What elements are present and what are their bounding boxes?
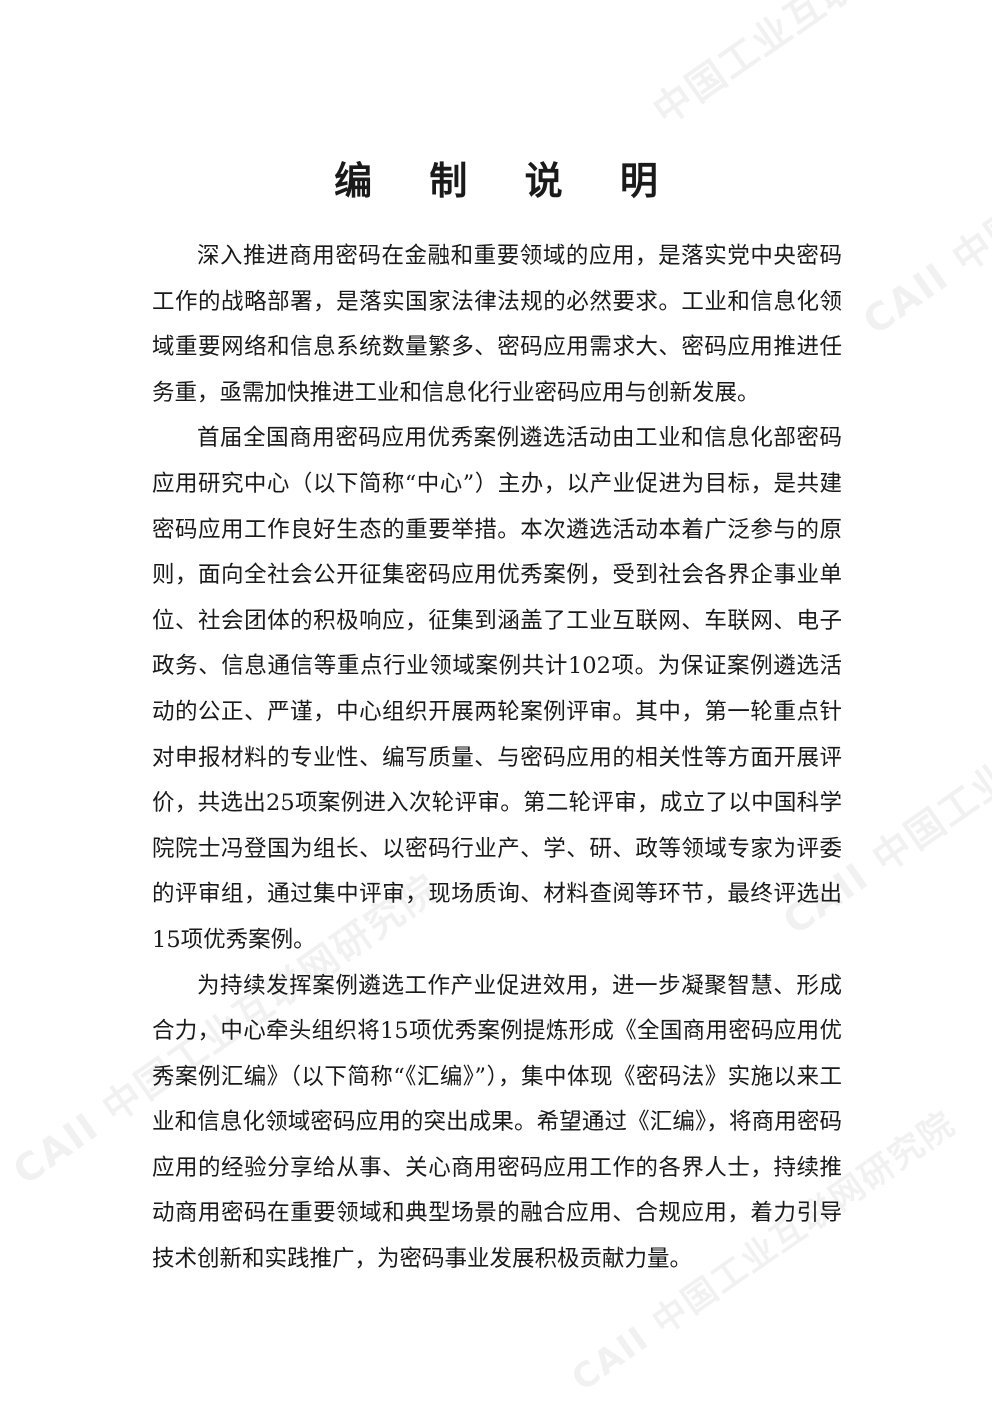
paragraph-selection-process: 首届全国商用密码应用优秀案例遴选活动由工业和信息化部密码应用研究中心（以下简称“… bbox=[152, 425, 842, 953]
document-body: 深入推进商用密码在金融和重要领域的应用，是落实党中央密码工作的战略部署，是落实国… bbox=[152, 234, 842, 1283]
paragraph-compilation-purpose: 为持续发挥案例遴选工作产业促进效用，进一步凝聚智慧、形成合力，中心牵头组织将15… bbox=[152, 972, 842, 1273]
watermark-text: 中国工业互联网研究院 bbox=[645, 0, 992, 134]
paragraph-intro: 深入推进商用密码在金融和重要领域的应用，是落实党中央密码工作的战略部署，是落实国… bbox=[152, 243, 842, 406]
page-title: 编 制 说 明 bbox=[334, 158, 680, 204]
